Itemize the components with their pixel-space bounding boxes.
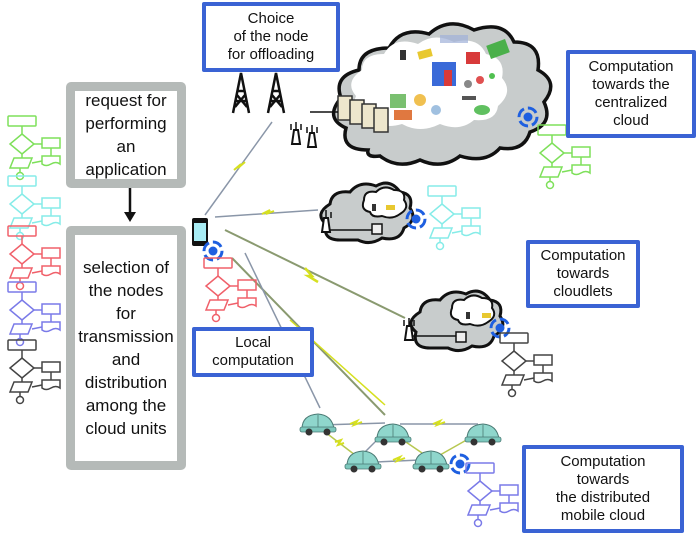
flowchart-icon [427,185,481,251]
box-line: performing [85,114,167,133]
flowchart-icon [7,281,61,347]
box-line: computation [212,352,294,369]
car-icon [374,423,412,446]
choice-of-node-box: Choice of the node for offloading [202,2,340,72]
box-line: towards the [592,76,670,93]
box-line: selection of [83,258,169,277]
distributed-mobile-cloud-box: Computation towards the distributed mobi… [522,445,684,533]
lightning-link-icon [303,267,319,284]
box-line: Choice [247,10,295,27]
box-line: Computation [560,453,646,470]
centralized-cloud-icon [331,22,553,166]
cloudlet-icon [409,289,505,353]
server-rack-icon [310,95,389,133]
car-icon [299,413,337,436]
box-line: cloud units [85,419,167,438]
box-line: Local [235,334,271,351]
cell-tower-icon [231,71,251,115]
box-line: for offloading [227,46,315,63]
box-line: among the [85,396,167,415]
flowchart-icon [7,339,61,405]
box-line: mobile cloud [560,507,646,524]
box-line: and [111,350,141,369]
flow-arrow-icon [124,186,136,222]
box-line: Computation [588,58,674,75]
lightning-link-icon [261,209,275,215]
box-line: cloud [613,112,649,129]
cloudlets-box: Computation towards cloudlets [526,240,640,308]
flowchart-icon [7,115,61,181]
box-line: towards [576,471,630,488]
car-icon [412,450,450,473]
smartphone-icon [192,218,208,246]
centralized-cloud-box: Computation towards the centralized clou… [566,50,696,138]
flowchart-icon [499,332,553,398]
box-line: distribution [84,373,168,392]
node-selection-box: selection of the nodes for transmission … [66,226,186,470]
box-line: towards [556,265,610,282]
cell-tower-icon [266,71,286,115]
box-line: the distributed [555,489,651,506]
flowchart-icon [203,257,257,323]
link-to-cloudlet-2 [224,229,406,319]
box-line: cloudlets [553,283,613,300]
box-line: the nodes [88,281,164,300]
box-line: Computation [540,247,626,264]
box-line: application [85,160,167,179]
box-line: an [116,137,136,156]
flowchart-icon [7,175,61,241]
car-icon [344,450,382,473]
flowchart-icon [7,225,61,291]
box-line: request for [85,91,167,110]
box-line: of the node [233,28,309,45]
antenna-icon [306,124,318,148]
antenna-icon [290,121,302,145]
box-line: centralized [594,94,668,111]
car-icon [464,423,502,446]
box-line: for [116,304,136,323]
flowchart-icon [465,462,519,528]
cloudlet-icon [319,181,415,245]
lightning-link-icon [233,161,246,171]
local-computation-box: Local computation [192,327,314,377]
box-line: transmission [78,327,174,346]
request-application-box: request for performing an application [66,82,186,188]
